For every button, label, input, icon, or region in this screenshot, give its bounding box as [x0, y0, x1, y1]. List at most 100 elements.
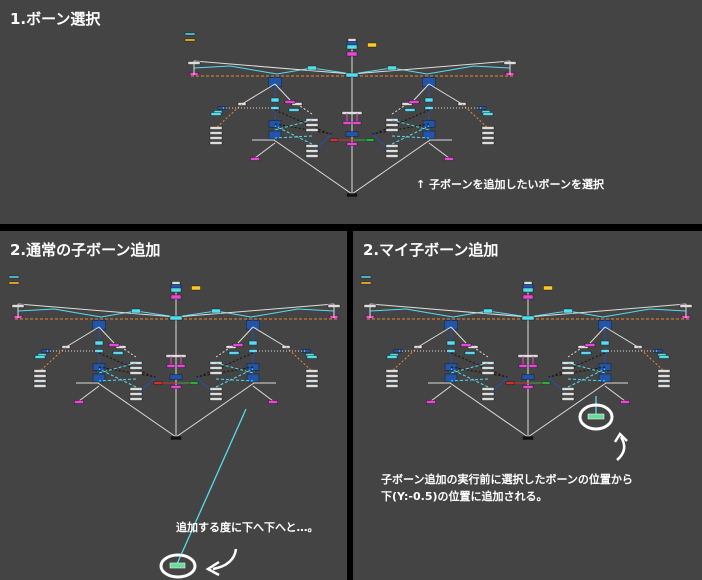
root-bone[interactable] [346, 193, 358, 197]
bone[interactable] [360, 281, 372, 285]
bone[interactable] [657, 379, 671, 383]
bone[interactable] [422, 130, 436, 140]
bone[interactable] [112, 351, 124, 355]
bone[interactable] [250, 157, 260, 161]
bone[interactable] [426, 400, 436, 404]
bone[interactable] [284, 100, 296, 104]
bone[interactable] [307, 65, 317, 71]
bone[interactable] [446, 340, 456, 346]
bone[interactable] [305, 369, 319, 373]
bone[interactable] [346, 142, 358, 146]
bone[interactable] [620, 400, 630, 404]
bone[interactable] [209, 141, 223, 145]
bone[interactable] [268, 130, 282, 140]
bone[interactable] [505, 381, 515, 385]
bone[interactable] [481, 141, 495, 145]
bone[interactable] [404, 108, 416, 112]
bone[interactable] [561, 387, 575, 391]
bone[interactable] [246, 373, 260, 383]
bone[interactable] [211, 308, 221, 314]
bone[interactable] [288, 108, 300, 112]
bone[interactable] [657, 374, 671, 378]
root-bone[interactable] [522, 436, 534, 440]
bone[interactable] [481, 392, 495, 396]
bone[interactable] [153, 381, 163, 385]
pelvis-bone[interactable] [345, 131, 359, 137]
bone[interactable] [8, 275, 20, 279]
bone[interactable] [131, 308, 141, 314]
bone[interactable] [228, 351, 240, 355]
bone[interactable] [184, 38, 196, 42]
bone[interactable] [305, 123, 319, 127]
bone-rig-viewport[interactable] [6, 271, 347, 445]
bone[interactable] [481, 397, 495, 401]
bone[interactable] [176, 364, 186, 368]
bone[interactable] [522, 385, 534, 389]
neck-bone[interactable] [521, 315, 535, 321]
bone[interactable] [385, 149, 399, 153]
bone[interactable] [561, 397, 575, 401]
bone[interactable] [385, 123, 399, 127]
bone-rig-viewport[interactable] [182, 28, 526, 202]
bone[interactable] [129, 371, 143, 375]
neck-bone[interactable] [169, 315, 183, 321]
bone[interactable] [481, 387, 495, 391]
bone[interactable] [305, 128, 319, 132]
bone[interactable] [129, 392, 143, 396]
bone[interactable] [270, 97, 280, 103]
bone[interactable] [385, 384, 399, 388]
bone[interactable] [33, 379, 47, 383]
bone[interactable] [166, 364, 176, 368]
bone[interactable] [481, 136, 495, 140]
bone[interactable] [210, 112, 222, 116]
neck-bone[interactable] [345, 72, 359, 78]
bone[interactable] [209, 371, 223, 375]
bone[interactable] [94, 340, 104, 346]
head-bone[interactable] [347, 38, 357, 42]
bone[interactable] [33, 369, 47, 373]
bone[interactable] [460, 343, 472, 347]
bone[interactable] [483, 308, 493, 314]
bone[interactable] [561, 366, 575, 370]
bone[interactable] [580, 351, 592, 355]
bone[interactable] [209, 136, 223, 140]
bone[interactable] [658, 355, 670, 359]
bone[interactable] [657, 384, 671, 388]
added-child-bone[interactable] [587, 413, 605, 420]
bone[interactable] [346, 51, 358, 57]
bone[interactable] [305, 384, 319, 388]
eye-bone[interactable] [367, 42, 377, 48]
root-bone[interactable] [170, 436, 182, 440]
bone-rig-viewport[interactable] [358, 271, 702, 445]
bone[interactable] [563, 308, 573, 314]
bone[interactable] [305, 374, 319, 378]
bone[interactable] [387, 65, 397, 71]
bone[interactable] [232, 343, 244, 347]
bone[interactable] [385, 144, 399, 148]
bone[interactable] [305, 144, 319, 148]
added-child-bone[interactable] [169, 562, 186, 569]
bone[interactable] [170, 287, 182, 293]
bone[interactable] [108, 343, 120, 347]
bone[interactable] [481, 366, 495, 370]
bone[interactable] [657, 369, 671, 373]
bone[interactable] [385, 128, 399, 132]
bone[interactable] [481, 371, 495, 375]
bone[interactable] [342, 121, 352, 125]
bone[interactable] [248, 340, 258, 346]
bone[interactable] [74, 400, 84, 404]
bone[interactable] [385, 154, 399, 158]
bone[interactable] [408, 100, 420, 104]
bone[interactable] [541, 381, 551, 385]
bone[interactable] [386, 355, 398, 359]
bone[interactable] [444, 157, 454, 161]
bone[interactable] [305, 154, 319, 158]
bone[interactable] [481, 131, 495, 135]
bone[interactable] [360, 275, 372, 279]
bone[interactable] [600, 340, 610, 346]
bone[interactable] [346, 44, 358, 50]
bone[interactable] [306, 355, 318, 359]
bone[interactable] [444, 373, 458, 383]
bone[interactable] [129, 387, 143, 391]
bone[interactable] [209, 126, 223, 130]
